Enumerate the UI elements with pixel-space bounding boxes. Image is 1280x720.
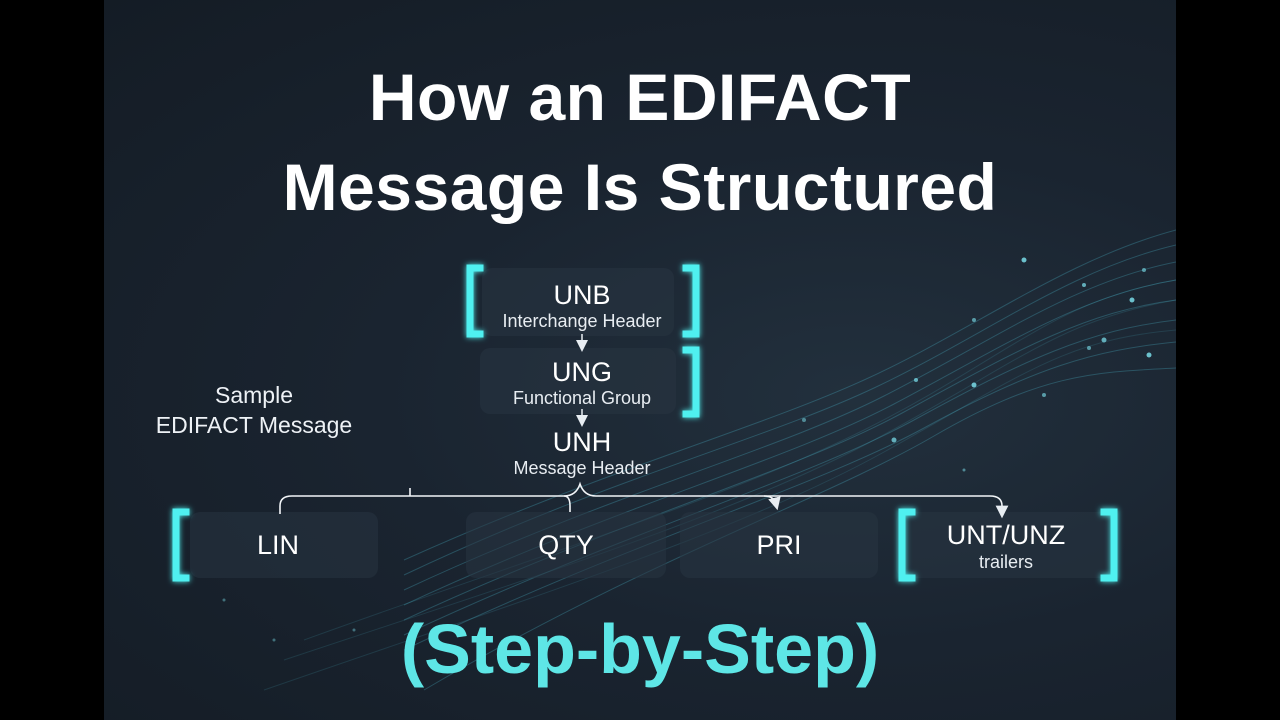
slide: How an EDIFACT Message Is Structured Sam… <box>104 0 1176 720</box>
lin-label: LIN <box>256 530 300 560</box>
lin-left-bracket <box>172 508 190 582</box>
unh-description: Message Header <box>513 458 651 478</box>
side-label-line-2: EDIFACT Message <box>155 412 353 438</box>
subtitle: (Step-by-Step) <box>400 610 880 688</box>
unb-description: Interchange Header <box>502 311 662 331</box>
ung-description: Functional Group <box>512 388 652 408</box>
unt-unz-label: UNT/UNZ <box>946 520 1066 550</box>
unt-unz-box <box>896 512 1110 578</box>
unb-right-bracket <box>682 264 700 338</box>
unb-code: UNB <box>553 280 611 310</box>
branch-to-qty <box>563 495 571 512</box>
qty-label: QTY <box>538 530 594 560</box>
title-line-1: How an EDIFACT <box>368 60 912 134</box>
qty-box <box>466 512 666 578</box>
structure-connectors <box>172 264 1118 582</box>
unt-unz-description: trailers <box>978 552 1033 572</box>
page-title: How an EDIFACT Message Is Structured <box>104 52 1176 232</box>
unb-node: UNB Interchange Header <box>474 280 690 332</box>
sample-message-label: Sample EDIFACT Message <box>124 380 384 440</box>
title-line-2: Message Is Structured <box>282 150 998 224</box>
pri-label: PRI <box>756 530 802 560</box>
ung-box <box>480 348 676 414</box>
side-label-line-1: Sample <box>215 382 293 408</box>
branch-to-pri <box>763 495 781 511</box>
ung-code: UNG <box>552 357 612 387</box>
unt-right-bracket <box>1100 508 1118 582</box>
pri-box <box>680 512 878 578</box>
unb-left-bracket <box>466 264 484 338</box>
unh-node: UNH Message Header <box>474 427 690 479</box>
unb-box <box>482 268 674 336</box>
unh-code: UNH <box>552 427 612 457</box>
ung-node: UNG Functional Group <box>474 357 690 409</box>
lin-box <box>190 512 378 578</box>
ung-right-bracket <box>682 346 700 418</box>
branch-line <box>279 481 1003 514</box>
unt-left-bracket <box>898 508 916 582</box>
